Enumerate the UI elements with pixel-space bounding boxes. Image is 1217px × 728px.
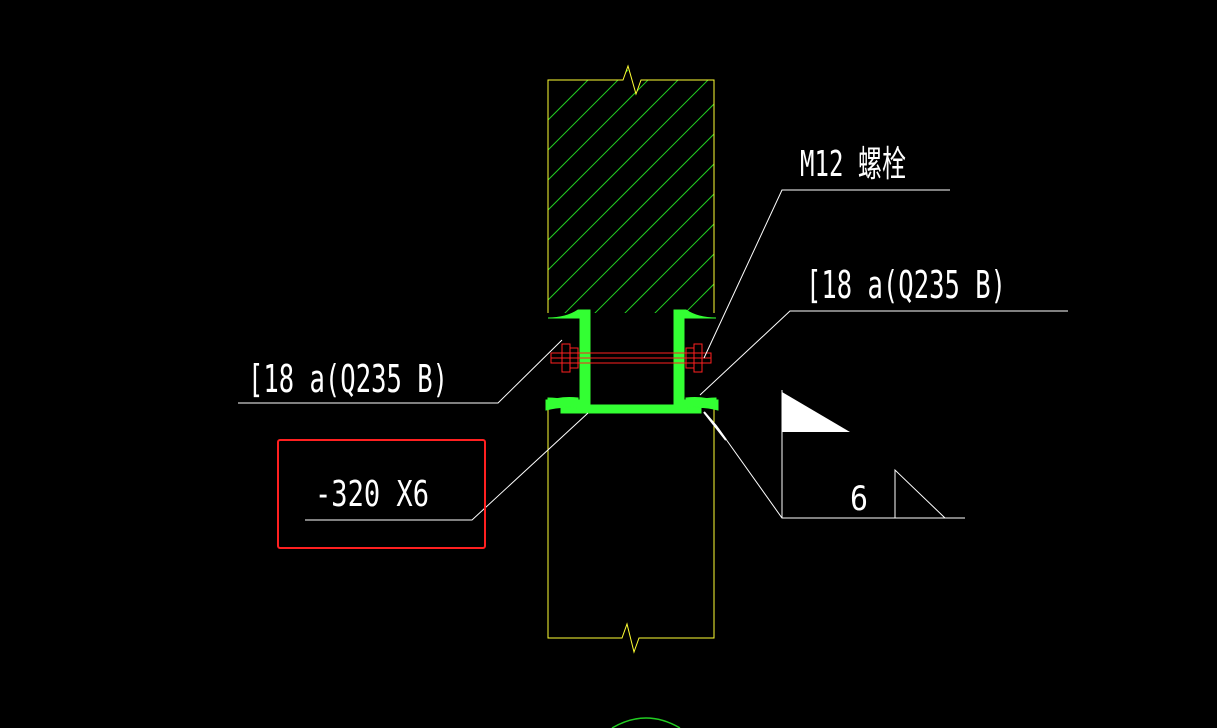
channel-right-leader: [699, 310, 1068, 396]
base-plate: [560, 404, 702, 414]
plate-leader: [305, 412, 589, 521]
weld-symbol: [703, 390, 946, 519]
bolt-leader: [703, 189, 950, 359]
bolt-label: M12 螺栓: [800, 144, 906, 185]
hatch-line: [548, 69, 714, 313]
weld-flag-icon: [782, 392, 850, 432]
wall-hatch: [548, 69, 1217, 320]
hatch-line: [548, 69, 714, 313]
left-flange-bottom: [545, 397, 579, 411]
hatch-line: [1008, 70, 1217, 320]
weld-leader: [717, 427, 965, 519]
lower-wall-outline: [547, 408, 715, 654]
lower-wall: [547, 408, 715, 654]
right-flange-bottom: [685, 397, 719, 411]
channel-left-label: [18 a(Q235 B): [248, 357, 448, 401]
arrowhead-icon: [703, 411, 727, 441]
hatch-line: [548, 69, 599, 313]
weld-size-label: 6: [850, 479, 868, 519]
upper-wall: [547, 64, 1217, 320]
channel-left-leader: [238, 339, 563, 404]
hatch-line: [557, 69, 714, 313]
leader-lines: [238, 189, 1068, 521]
fillet-weld-icon: [894, 468, 946, 519]
bolt-m12: [550, 343, 712, 373]
upper-wall-outline: [547, 64, 715, 313]
hatch-line: [978, 70, 1217, 320]
channel-right-label: [18 a(Q235 B): [806, 263, 1006, 307]
hatch-line: [587, 69, 714, 313]
hatch-line: [647, 69, 714, 313]
bolt-nut-right: [693, 343, 703, 373]
highlight-box: [277, 439, 486, 549]
hatch-line: [548, 69, 629, 313]
hatch-line: [548, 69, 714, 313]
steel-connection: [545, 309, 719, 414]
bolt-washer-left: [569, 347, 579, 369]
plate-label: -320 X6: [315, 474, 429, 515]
hatch-line: [548, 69, 659, 313]
hatch-line: [1038, 70, 1217, 320]
hatch-line: [548, 69, 689, 313]
hatch-line: [617, 69, 714, 313]
bottom-arc: [611, 717, 681, 728]
